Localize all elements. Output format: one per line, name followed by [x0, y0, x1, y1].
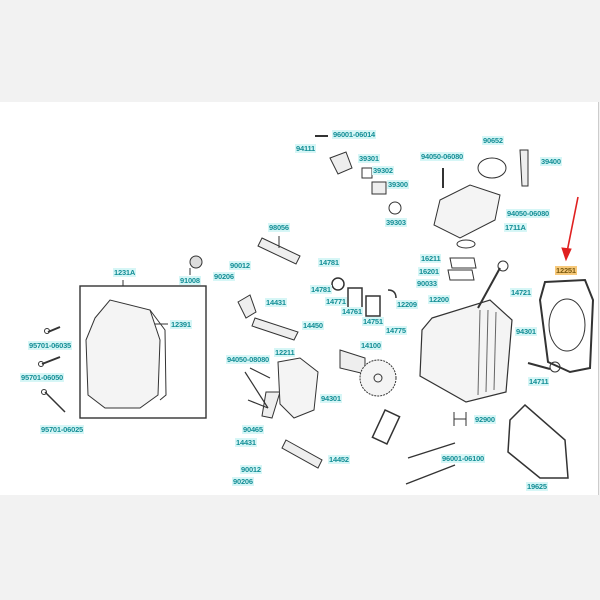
cam-sprocket	[359, 359, 397, 397]
part-label[interactable]: 96001-06100	[441, 454, 486, 463]
part-label[interactable]: 94050-06080	[420, 152, 465, 161]
part-label[interactable]: 95701-06050	[20, 373, 65, 382]
part-label[interactable]: 39302	[372, 166, 394, 175]
hose-clamp	[477, 157, 507, 179]
part-label[interactable]: 12391	[170, 320, 192, 329]
part-label[interactable]: 94301	[320, 394, 342, 403]
part-label[interactable]: 90652	[482, 136, 504, 145]
part-label[interactable]: 94301	[515, 327, 537, 336]
thermostat-housing	[433, 184, 501, 239]
part-label[interactable]: 90206	[213, 272, 235, 281]
part-label[interactable]: 14450	[302, 321, 324, 330]
temp-sensor	[519, 149, 529, 187]
side-cover-gasket	[507, 403, 569, 479]
part-label[interactable]: 39301	[358, 154, 380, 163]
cover-gasket	[149, 309, 167, 401]
oil-seal	[189, 255, 203, 269]
diagram-sheet	[0, 102, 599, 495]
cover-group-box	[79, 285, 207, 419]
part-label[interactable]: 92900	[474, 415, 496, 424]
valve-springs	[331, 277, 401, 445]
part-label[interactable]: 16211	[420, 254, 442, 263]
part-label[interactable]: 12209	[396, 300, 418, 309]
highlighted-part-label[interactable]: 12251	[555, 266, 577, 275]
part-label[interactable]: 14721	[510, 288, 532, 297]
part-label[interactable]: 98056	[268, 223, 290, 232]
part-label[interactable]: 90012	[240, 465, 262, 474]
part-label[interactable]: 12211	[274, 348, 296, 357]
part-label[interactable]: 39400	[540, 157, 562, 166]
cylinder-gasket	[538, 278, 595, 374]
part-label[interactable]: 19625	[526, 482, 548, 491]
spark-plug	[257, 237, 301, 265]
part-label[interactable]: 91008	[179, 276, 201, 285]
part-label[interactable]: 39303	[385, 218, 407, 227]
part-label[interactable]: 1231A	[113, 268, 137, 277]
part-label[interactable]: 94050-08080	[226, 355, 271, 364]
valve-cover	[85, 299, 161, 409]
part-label[interactable]: 14431	[265, 298, 287, 307]
intake-valve	[477, 267, 501, 309]
part-label[interactable]: 14775	[385, 326, 407, 335]
part-label[interactable]: 94111	[295, 144, 317, 153]
part-label[interactable]: 90465	[242, 425, 264, 434]
highlight-arrow	[566, 196, 579, 253]
bolts-left	[38, 326, 66, 413]
part-label[interactable]: 12200	[428, 295, 450, 304]
cam-holder	[277, 357, 319, 419]
part-label[interactable]: 14711	[528, 377, 550, 386]
cylinder-head	[419, 299, 513, 403]
part-label[interactable]: 1711A	[504, 223, 527, 232]
part-label[interactable]: 90012	[229, 261, 251, 270]
part-label[interactable]: 14781	[318, 258, 340, 267]
part-label[interactable]: 94050-06080	[506, 209, 551, 218]
part-label[interactable]: 39300	[387, 180, 409, 189]
part-label[interactable]: 16201	[418, 267, 440, 276]
part-label[interactable]: 90033	[416, 279, 438, 288]
part-label[interactable]: 95701-06025	[40, 425, 85, 434]
part-label[interactable]: 96001-06014	[332, 130, 377, 139]
part-label[interactable]: 14452	[328, 455, 350, 464]
part-label[interactable]: 90206	[232, 477, 254, 486]
part-label[interactable]: 14781	[310, 285, 332, 294]
part-label[interactable]: 14751	[362, 317, 384, 326]
part-label[interactable]: 14431	[235, 438, 257, 447]
part-label[interactable]: 95701-06035	[28, 341, 73, 350]
exhaust-valve	[527, 362, 551, 370]
part-label[interactable]: 14771	[325, 297, 347, 306]
part-label[interactable]: 14761	[341, 307, 363, 316]
part-label[interactable]: 14100	[360, 341, 382, 350]
